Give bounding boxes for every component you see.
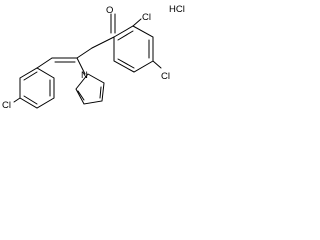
chlorine-label-para: Cl	[161, 71, 170, 82]
chlorine-label-phenyl: Cl	[2, 100, 11, 111]
alkene-chain	[36, 47, 93, 75]
structure-diagram: Cl O Cl Cl N HCl	[0, 0, 191, 123]
chlorophenyl-ring	[13, 67, 55, 109]
oxygen-label: O	[106, 5, 113, 16]
carbonyl-group	[91, 13, 116, 49]
imidazole-ring	[75, 73, 105, 105]
dichlorophenyl-ring	[113, 18, 162, 73]
hydrochloride-label: HCl	[169, 4, 185, 15]
molecule-drawing: Cl O Cl Cl N HCl	[2, 4, 185, 111]
nitrogen-label: N	[81, 70, 88, 81]
chlorine-label-ortho: Cl	[142, 12, 151, 23]
